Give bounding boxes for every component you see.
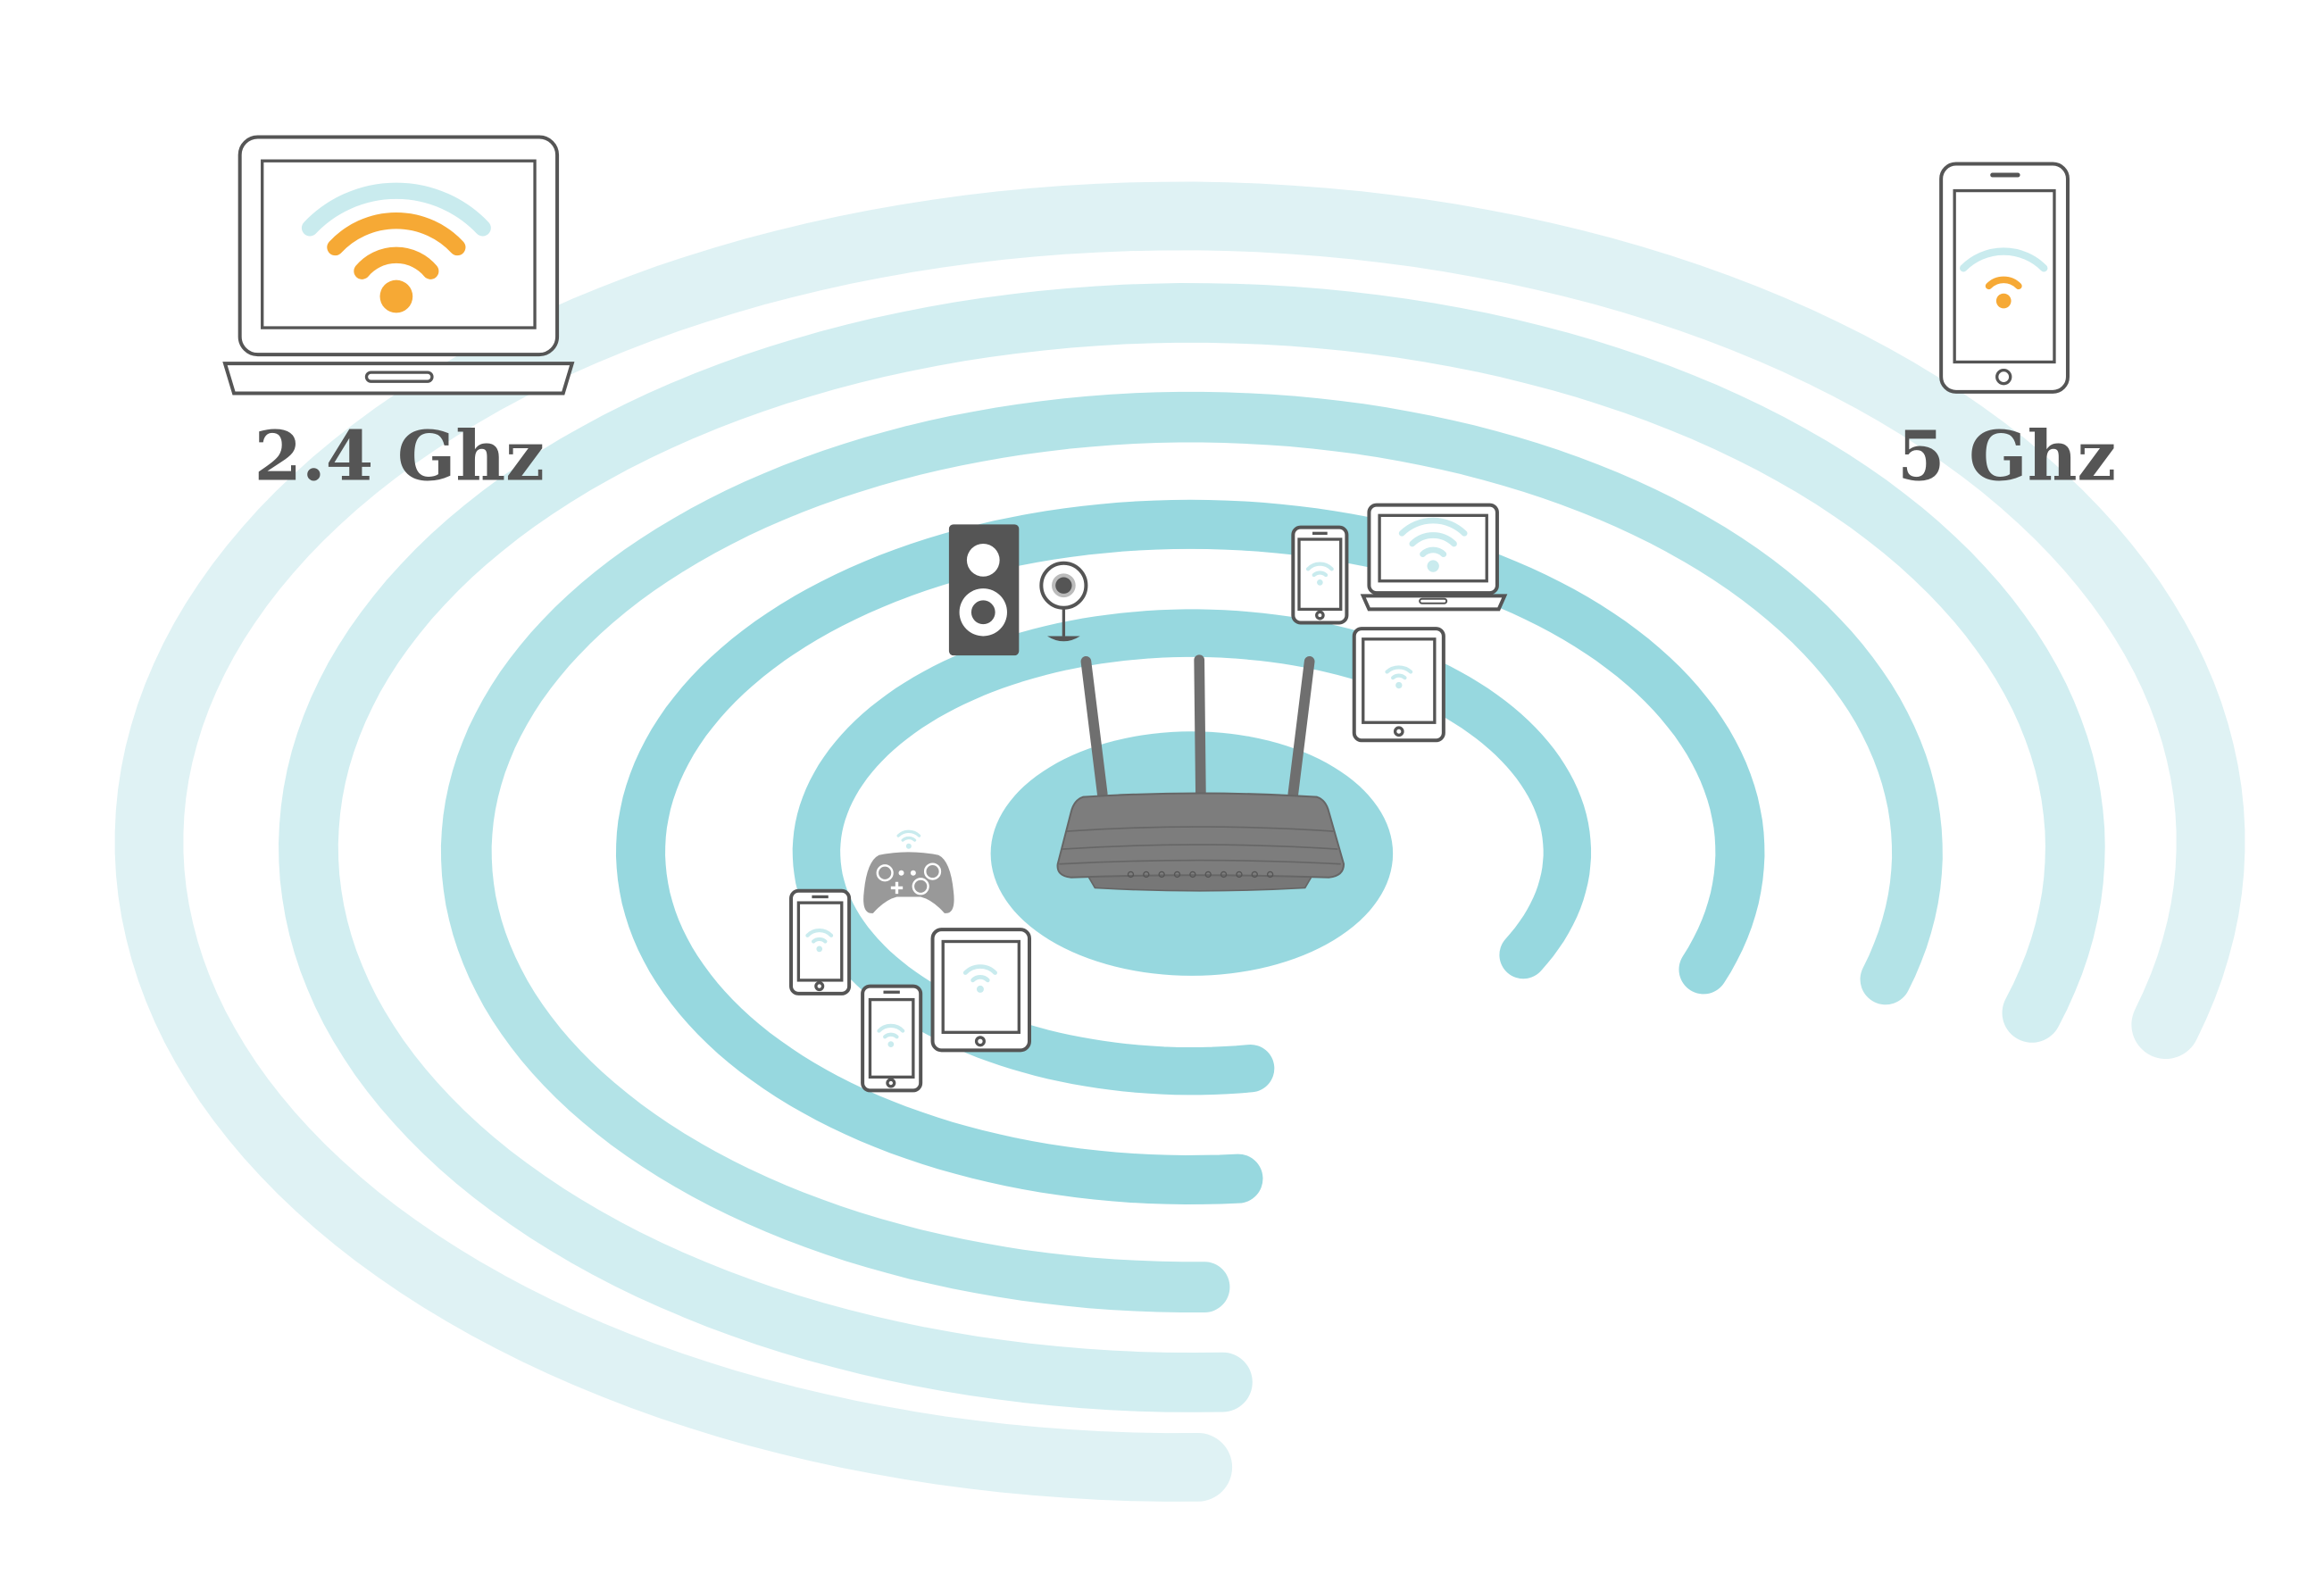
wifi-icon	[896, 829, 921, 849]
wifi-icon	[1385, 665, 1413, 689]
signal-ring-2	[615, 499, 1765, 1205]
wifi-icon	[1398, 517, 1468, 572]
router-led	[1236, 870, 1243, 879]
wifi-icon	[1305, 562, 1334, 586]
gamepad-icon	[863, 829, 954, 913]
band-label-5ghz: 5 Ghz	[1897, 416, 2116, 496]
laptop-icon	[222, 135, 575, 396]
laptop-icon	[1360, 503, 1508, 612]
router-led	[1220, 870, 1228, 879]
router-led	[1143, 870, 1150, 879]
smartphone-icon	[861, 984, 923, 1093]
router-led	[1127, 870, 1135, 879]
router-led	[1173, 870, 1181, 879]
router-leds	[1127, 870, 1274, 879]
smartphone-icon	[1939, 162, 2070, 394]
router-led	[1204, 870, 1212, 879]
tablet-icon	[1352, 627, 1445, 743]
router-led	[1266, 870, 1274, 879]
router-icon	[1056, 654, 1345, 892]
wifi-icon	[962, 964, 997, 993]
band-label-2-4ghz: 2.4 Ghz	[254, 416, 545, 496]
router-led	[1189, 870, 1196, 879]
smartphone-icon	[1291, 525, 1349, 625]
wifi-icon	[1960, 247, 2048, 309]
signal-ring-4	[279, 283, 2105, 1412]
webcam-icon	[1039, 561, 1088, 642]
wifi-icon	[805, 929, 834, 953]
signal-rings	[114, 181, 2245, 1502]
wifi-icon	[301, 182, 491, 313]
signal-ring-5	[114, 181, 2245, 1502]
router-led	[1251, 870, 1258, 879]
wifi-icon	[877, 1023, 905, 1047]
smartphone-icon	[789, 888, 852, 995]
signal-ring-3	[440, 391, 1943, 1312]
tablet-icon	[930, 928, 1032, 1053]
router-led	[1158, 870, 1165, 879]
speaker-icon	[948, 524, 1020, 656]
